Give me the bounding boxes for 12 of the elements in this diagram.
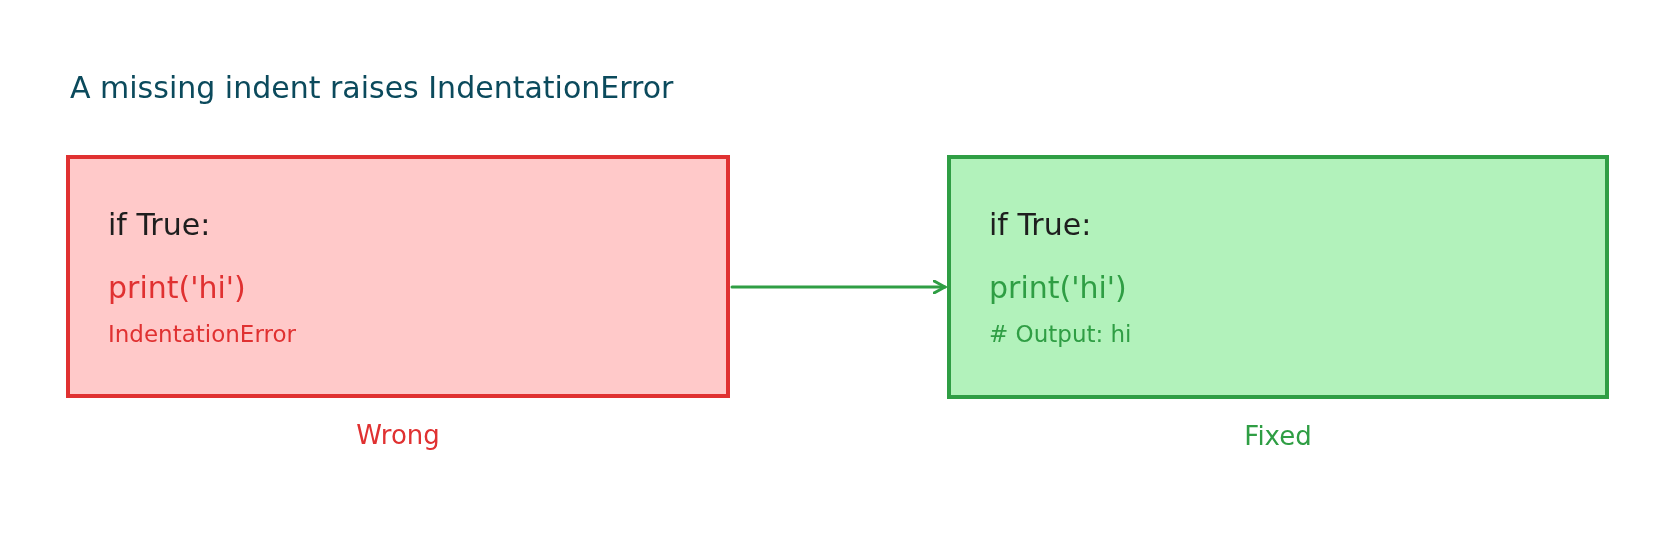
code-line: print('hi') (108, 270, 246, 305)
code-line: IndentationError (108, 321, 296, 347)
code-box (66, 155, 730, 398)
arrow (730, 279, 947, 295)
code-box (947, 155, 1609, 399)
code-line: if True: (108, 207, 211, 242)
box-caption: Wrong (356, 420, 440, 450)
code-line: # Output: hi (989, 321, 1132, 347)
diagram-title: A missing indent raises IndentationError (70, 70, 674, 105)
code-line: if True: (989, 207, 1092, 242)
code-line: print('hi') (989, 270, 1127, 305)
box-caption: Fixed (1244, 421, 1312, 451)
